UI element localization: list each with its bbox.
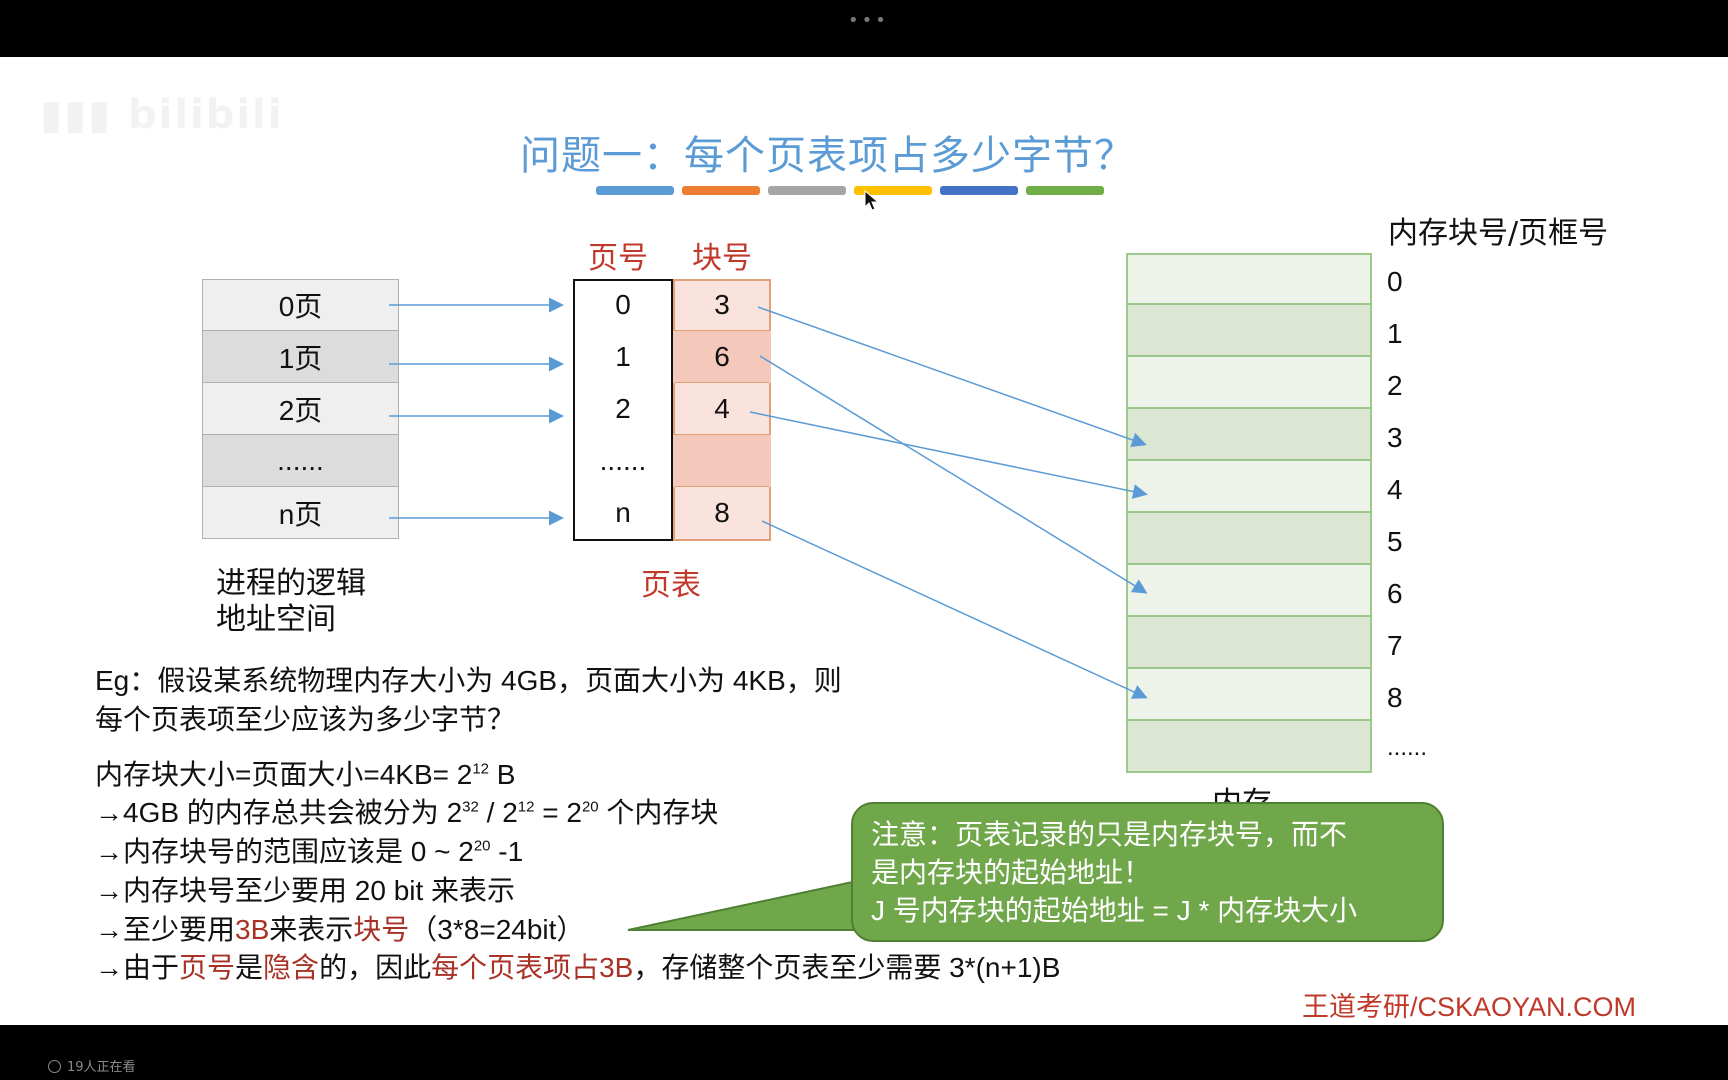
mouse-cursor-icon (864, 190, 880, 211)
memory-block-label: 2 (1387, 370, 1403, 401)
block-number-header: 块号 (692, 241, 752, 276)
memory-block-label: 5 (1387, 526, 1403, 557)
step-6: →由于页号是隐含的，因此每个页表项占3B，存储整个页表至少需要 3*(n+1)B (95, 952, 1061, 983)
note-callout: 注意：页表记录的只是内存块号，而不 是内存块的起始地址！ J 号内存块的起始地址… (851, 802, 1444, 942)
memory-block (1126, 461, 1372, 513)
logical-label-line1: 进程的逻辑 (216, 566, 366, 601)
viewer-icon (48, 1060, 61, 1073)
memory-block-label: 6 (1387, 578, 1403, 609)
page-number-0: 0 (615, 289, 631, 320)
step-2: →4GB 的内存总共会被分为 232 / 212 = 220 个内存块 (95, 797, 719, 828)
logical-page-1: 1页 (202, 331, 399, 383)
memory-block (1126, 565, 1372, 617)
example-line1: Eg：假设某系统物理内存大小为 4GB，页面大小为 4KB，则 (95, 665, 842, 696)
memory-block-label: 3 (1387, 422, 1403, 453)
logical-page-2: 2页 (202, 383, 399, 435)
step-5: →至少要用3B来表示块号（3*8=24bit） (95, 914, 585, 945)
logical-page-0: 0页 (202, 279, 399, 331)
memory-block (1126, 253, 1372, 305)
memory-block (1126, 513, 1372, 565)
memory-label: 内存 (1212, 786, 1272, 804)
page-number-header: 页号 (588, 241, 648, 276)
memory-header: 内存块号/页框号 (1388, 216, 1609, 251)
page-number-ellipsis: ...... (599, 445, 647, 476)
title-color-bar (682, 186, 760, 195)
logical-page-n: n页 (202, 487, 399, 539)
note-line2: 是内存块的起始地址！ (871, 857, 1152, 888)
block-number-column (673, 279, 771, 541)
page-table-label: 页表 (641, 568, 701, 603)
block-number-n: 8 (714, 497, 730, 528)
title-color-bar (768, 186, 846, 195)
memory-block-label: 1 (1387, 318, 1403, 349)
memory-block (1126, 357, 1372, 409)
logical-page-ellipsis: ...... (202, 435, 399, 487)
arrow-block-8 (761, 520, 1148, 699)
viewer-count: 19人正在看 (48, 1056, 136, 1075)
memory-block-label: 8 (1387, 682, 1403, 713)
title-color-bar (596, 186, 674, 195)
watermark-logo: ▮▮▮ bilibili (40, 92, 284, 138)
memory-block-label: 4 (1387, 474, 1403, 505)
memory-block (1126, 617, 1372, 669)
memory-block (1126, 721, 1372, 773)
arrow-block-3 (757, 306, 1147, 448)
note-line3: J 号内存块的起始地址 = J * 内存块大小 (871, 895, 1358, 926)
slide-title: 问题一：每个页表项占多少字节？ (520, 133, 1135, 179)
step-4: →内存块号至少要用 20 bit 来表示 (95, 875, 516, 906)
step-1: 内存块大小=页面大小=4KB= 212 B (95, 759, 516, 790)
memory-block (1126, 669, 1372, 721)
step-3: →内存块号的范围应该是 0 ~ 220 -1 (95, 836, 524, 867)
arrow-block-6 (759, 355, 1148, 594)
page-number-1: 1 (615, 341, 631, 372)
title-color-bar (854, 186, 932, 195)
memory-block-label: 0 (1387, 266, 1403, 297)
note-line1: 注意：页表记录的只是内存块号，而不 (871, 819, 1348, 850)
page-number-column (573, 279, 673, 541)
memory-block (1126, 305, 1372, 357)
video-bottom-bar (0, 1025, 1728, 1080)
memory-block (1126, 409, 1372, 461)
footer-brand: 王道考研/CSKAOYAN.COM (1302, 992, 1637, 1022)
memory-block-label: ...... (1387, 734, 1428, 761)
example-line2: 每个页表项至少应该为多少字节？ (95, 704, 516, 735)
page-number-2: 2 (615, 393, 631, 424)
block-row-highlight (673, 435, 771, 487)
memory-block-label: 7 (1387, 630, 1403, 661)
video-top-bar: ••• (0, 0, 1728, 57)
logical-label-line2: 地址空间 (216, 602, 336, 637)
block-number-1: 6 (714, 341, 730, 372)
more-icon[interactable]: ••• (848, 10, 889, 31)
page-number-n: n (615, 497, 631, 528)
title-color-bar (940, 186, 1018, 195)
block-number-2: 4 (714, 393, 730, 424)
title-color-bar (1026, 186, 1104, 195)
arrow-block-4 (749, 411, 1148, 499)
block-number-0: 3 (714, 289, 730, 320)
block-row-highlight (673, 331, 771, 383)
